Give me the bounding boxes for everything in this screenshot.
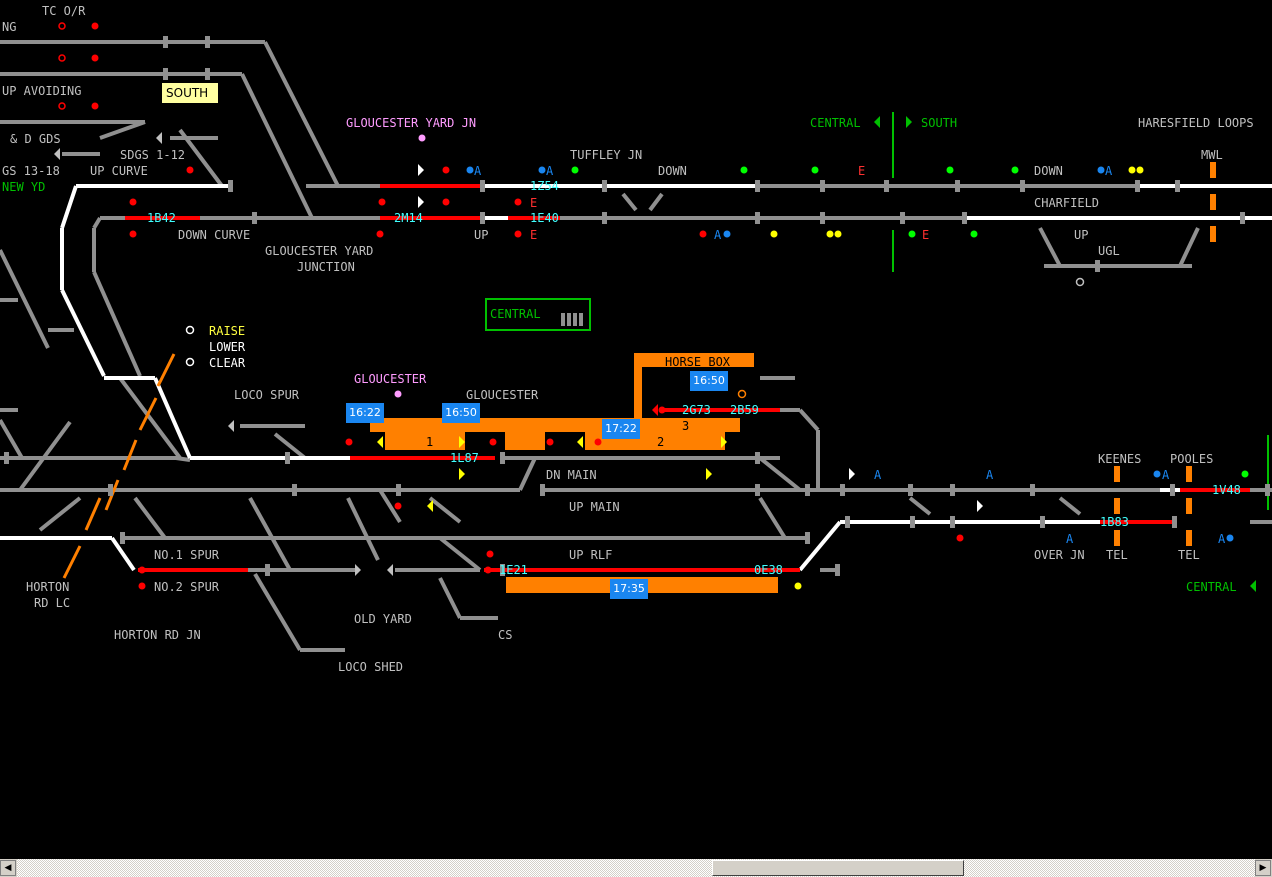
central-panel-bars [559,308,583,336]
signal-letter-a: A [546,164,554,178]
label-horse-box: HORSE BOX [665,355,731,369]
signal-lamps-red [91,22,964,590]
signal-letter-a: A [986,468,994,482]
label-central-boundary: CENTRAL [810,116,861,130]
label-tc-or: TC O/R [42,4,86,18]
label-sdgs-1-12: SDGS 1-12 [120,148,186,162]
label-gs-13-18: GS 13-18 [2,164,60,178]
label-gloucester-station: GLOUCESTER [354,372,427,386]
signal-letter-e: E [530,228,538,242]
label-ugl: UGL [1098,244,1120,258]
timer-box[interactable]: 16:50 [690,371,728,391]
label-central-boundary-2: CENTRAL [1186,580,1237,594]
label-tuffley-jn: TUFFLEY JN [570,148,643,162]
label-horton-rd-lc-2: RD LC [34,596,71,610]
timer-box[interactable]: 16:22 [346,403,384,423]
label-d-gds: & D GDS [10,132,61,146]
train-headcode[interactable]: 1E21 [499,563,528,577]
label-pooles: POOLES [1170,452,1214,466]
south-button[interactable]: SOUTH [162,83,218,103]
signal-letter-a: A [1218,532,1226,546]
train-headcode[interactable]: 1B83 [1100,515,1129,529]
routed-track-layer [0,184,1272,572]
label-loco-shed: LOCO SHED [338,660,404,674]
label-ng: NG [2,20,17,34]
label-over-jn: OVER JN [1034,548,1085,562]
indicator-circles [58,22,1085,399]
signal-letter-e: E [922,228,930,242]
label-gloucester-yard-junction: GLOUCESTER YARD [265,244,374,258]
direction-arrows [54,116,1256,592]
label-up-main: UP MAIN [569,500,620,514]
timer-box[interactable]: 16:50 [442,403,480,423]
platform-number-1: 1 [426,435,434,449]
label-tel-1: TEL [1106,548,1128,562]
label-up-1: UP [474,228,489,242]
label-no2-spur: NO.2 SPUR [154,580,220,594]
label-down-2: DOWN [1034,164,1063,178]
panel-boundary-lines [892,112,1269,510]
signal-letter-a: A [1162,468,1170,482]
timer-box[interactable]: 17:22 [602,419,640,439]
train-headcode[interactable]: 1L87 [450,451,479,465]
label-loco-spur: LOCO SPUR [234,388,300,402]
train-headcode[interactable]: 1E40 [530,211,559,225]
label-haresfield-loops: HARESFIELD LOOPS [1138,116,1254,130]
central-panel-label: CENTRAL [490,307,541,321]
label-mwl: MWL [1201,148,1223,162]
occupied-track-layer [125,184,1250,572]
label-up-2: UP [1074,228,1089,242]
train-headcode[interactable]: 2B59 [730,403,759,417]
train-headcode[interactable]: 1B42 [147,211,176,225]
signal-letter-a: A [1105,164,1113,178]
label-tel-2: TEL [1178,548,1200,562]
scrollbar-track[interactable] [17,859,1255,877]
label-no1-spur: NO.1 SPUR [154,548,220,562]
label-gloucester-yard-jn: GLOUCESTER YARD JN [346,116,477,130]
horizontal-scrollbar[interactable]: ◀ ▶ [0,859,1272,877]
label-down-curve: DOWN CURVE [178,228,251,242]
label-old-yard: OLD YARD [354,612,412,626]
label-cs: CS [498,628,513,642]
label-horton-rd-jn: HORTON RD JN [114,628,201,642]
label-horton-rd-lc: HORTON [26,580,70,594]
signal-letter-a: A [474,164,482,178]
signal-letter-a: A [1066,532,1074,546]
label-south-boundary: SOUTH [921,116,958,130]
label-gloucester-yard-junction-2: JUNCTION [297,260,355,274]
label-charfield: CHARFIELD [1034,196,1100,210]
signal-lamps-proceed [394,134,1249,590]
label-dn-main: DN MAIN [546,468,597,482]
signal-letter-a: A [714,228,722,242]
clear-button[interactable]: CLEAR [209,356,246,370]
train-headcode[interactable]: 1Z54 [530,179,559,193]
signal-letter-e: E [858,164,866,178]
train-headcode[interactable]: 2M14 [394,211,423,225]
central-panel-button[interactable]: CENTRAL [485,298,591,331]
signal-letter-e: E [530,196,538,210]
label-up-curve: UP CURVE [90,164,148,178]
label-gloucester: GLOUCESTER [466,388,539,402]
scrollbar-thumb[interactable] [712,860,964,876]
train-headcode[interactable]: 1V48 [1212,483,1241,497]
train-headcode[interactable]: 2G73 [682,403,711,417]
label-down-1: DOWN [658,164,687,178]
raise-button[interactable]: RAISE [209,324,246,338]
train-headcode[interactable]: 0E38 [754,563,783,577]
platform-number-2: 2 [657,435,665,449]
label-up-avoiding: UP AVOIDING [2,84,82,98]
lower-button[interactable]: LOWER [209,340,246,354]
label-keenes: KEENES [1098,452,1142,466]
label-up-rlf: UP RLF [569,548,613,562]
signal-letter-a: A [874,468,882,482]
scroll-left-arrow-icon[interactable]: ◀ [0,860,16,876]
timer-box[interactable]: 17:35 [610,579,648,599]
platform-number-3: 3 [682,419,690,433]
scroll-right-arrow-icon[interactable]: ▶ [1255,860,1271,876]
track-joints [4,36,1270,576]
label-new-yd: NEW YD [2,180,46,194]
